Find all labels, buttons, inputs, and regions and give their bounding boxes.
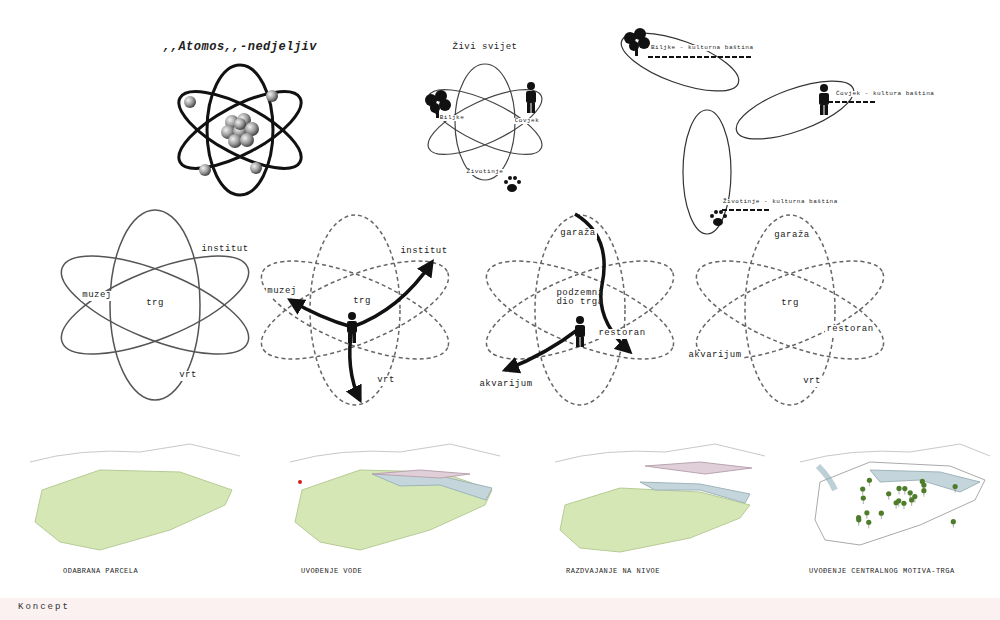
orbit-label: muzej: [266, 287, 298, 296]
orbit-label: restoran: [825, 325, 874, 334]
orbit-label: muzej: [81, 291, 113, 300]
orbit-label: Životinje - kulturna baština: [722, 199, 839, 205]
orbit-label: garaža: [773, 231, 810, 240]
step-label: ODABRANA PARCELA: [62, 568, 139, 575]
orbit-label: trg: [780, 299, 800, 308]
step-label: UVOĐENJE CENTRALNOG MOTIVA-TRGA: [808, 568, 956, 575]
step-label: UVOĐENJE VODE: [300, 568, 363, 575]
orbit-label: institut: [200, 245, 249, 254]
orbit-label: podzemni dio trga: [550, 289, 610, 308]
orbit-label: institut: [399, 247, 448, 256]
step-label: RAZDVAJANJE NA NIVOE: [565, 568, 661, 575]
caption: Koncept: [18, 602, 70, 612]
orbit-label: garaža: [559, 229, 596, 238]
orbit-label: Čovjek - kultura baština: [835, 91, 935, 97]
orbit-label: vrt: [376, 376, 396, 385]
orbit-label: Biljke: [439, 115, 466, 121]
nucleus: [221, 113, 259, 148]
orbit-label: Živi svijet: [452, 43, 519, 52]
orbit-label: Životinje: [466, 169, 505, 175]
orbit-label: Čovjek: [514, 118, 541, 124]
orbit-label: restoran: [597, 329, 646, 338]
orbit-label: trg: [145, 299, 165, 308]
atom-title: ,,Atomos,,-nedjeljiv: [162, 41, 318, 54]
orbit-label: akvarijum: [478, 380, 533, 389]
orbit-label: vrt: [178, 371, 198, 380]
orbit-label: akvarijum: [687, 351, 742, 360]
orbit-label: vrt: [802, 377, 822, 386]
orbit-label: trg: [352, 297, 372, 306]
orbit-label: Biljke - kulturna baština: [650, 45, 755, 51]
